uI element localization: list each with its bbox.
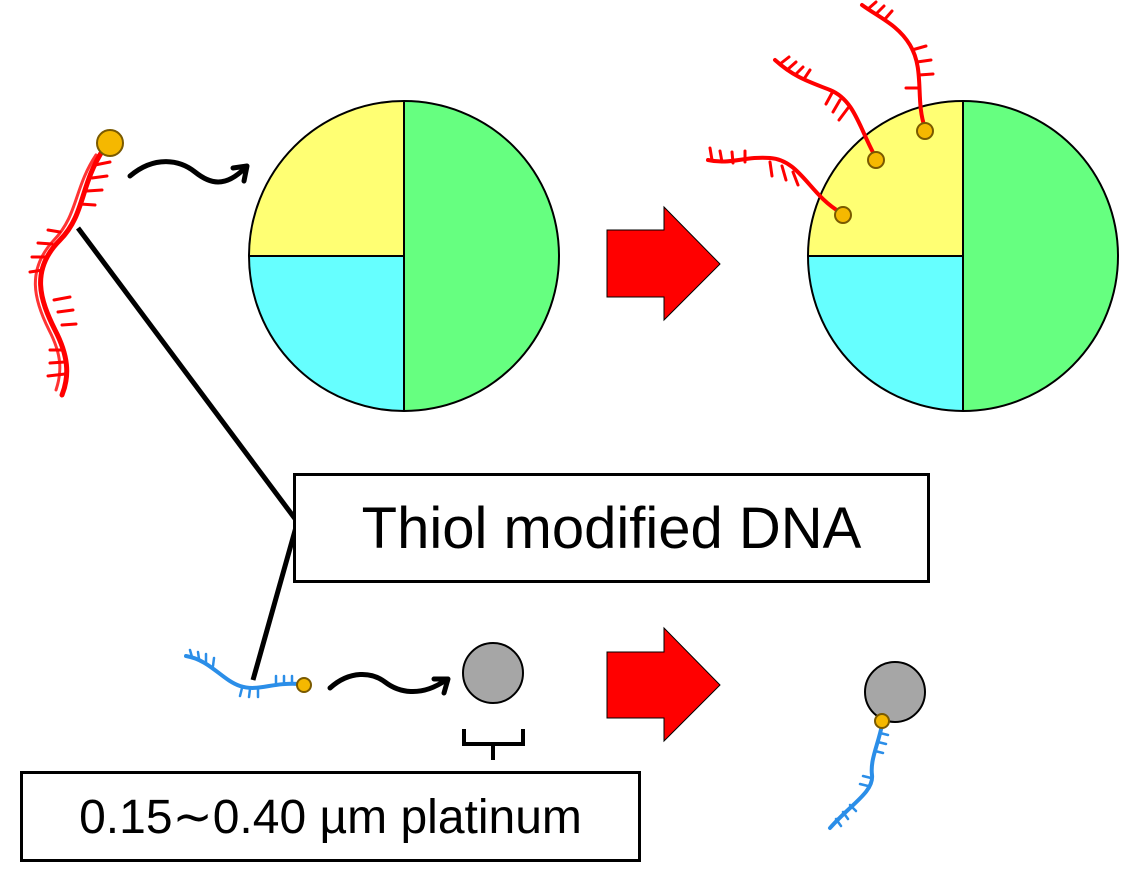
red-dna-strand-attached-3	[860, 0, 935, 130]
connector-line-top	[75, 226, 299, 522]
red-dna-strand-attached-2	[773, 55, 878, 160]
thiol-group-dot	[96, 129, 124, 157]
large-particle-before	[248, 100, 560, 412]
curly-arrow-top	[127, 159, 250, 185]
connector-line-bottom	[250, 519, 301, 681]
blue-dna-strand-attached	[828, 723, 890, 830]
platinum-particle-before	[462, 642, 524, 704]
red-dna-strand-free	[28, 147, 112, 398]
large-particle-after	[807, 100, 1119, 412]
thiol-group-dot-attached-2	[867, 151, 885, 169]
red-dna-strand-attached-1	[706, 146, 842, 214]
thiol-group-dot-attached-1	[834, 206, 852, 224]
blue-dna-strand-free	[184, 648, 302, 699]
thiol-dna-label: Thiol modified DNA	[293, 473, 930, 583]
thiol-group-dot-attached-3	[916, 122, 934, 140]
process-arrow-bottom	[606, 626, 721, 743]
platinum-particle-after	[864, 661, 926, 723]
process-arrow-top	[606, 205, 721, 322]
size-bracket	[462, 729, 525, 760]
curly-arrow-bottom	[327, 671, 451, 696]
platinum-size-label: 0.15∼0.40 µm platinum	[20, 771, 641, 862]
thiol-group-dot-small-attached	[874, 713, 890, 729]
thiol-group-dot-small	[296, 677, 312, 693]
